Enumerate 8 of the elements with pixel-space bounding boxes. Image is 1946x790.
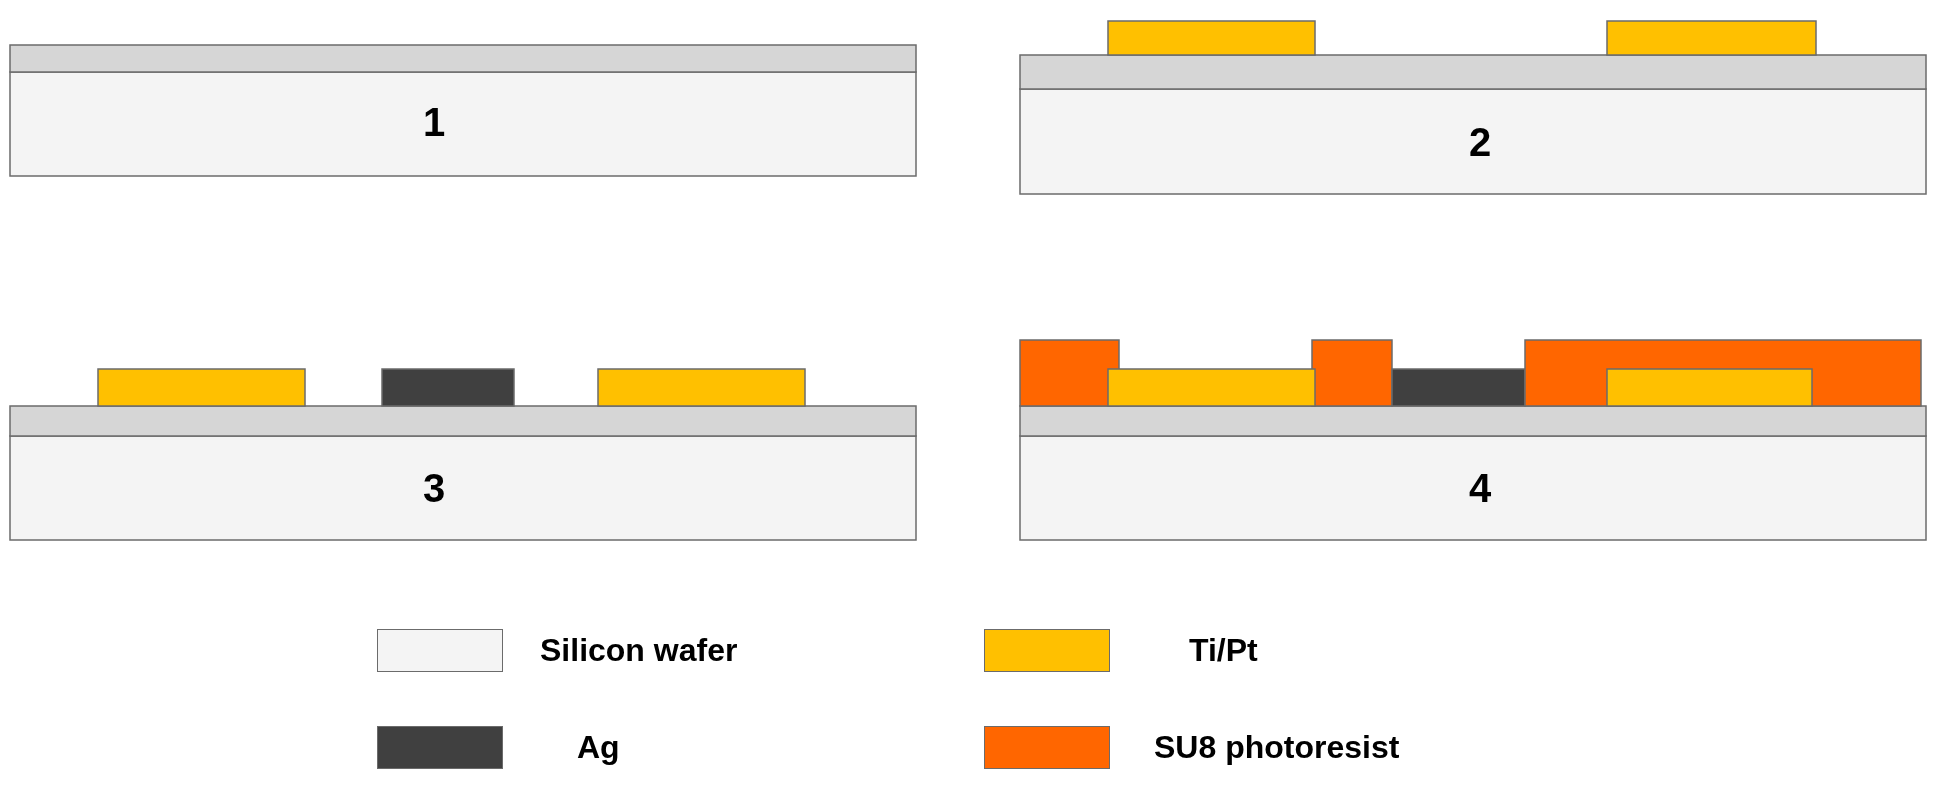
legend-label: Ti/Pt [1189,631,1258,670]
legend-label: Silicon wafer [540,631,738,670]
step-number: 1 [422,102,446,142]
step-number: 4 [1468,468,1492,508]
legend-label: SU8 photoresist [1154,728,1400,767]
step-number: 3 [422,468,446,508]
legend-label: Ag [577,728,620,767]
step-number: 2 [1468,122,1492,162]
